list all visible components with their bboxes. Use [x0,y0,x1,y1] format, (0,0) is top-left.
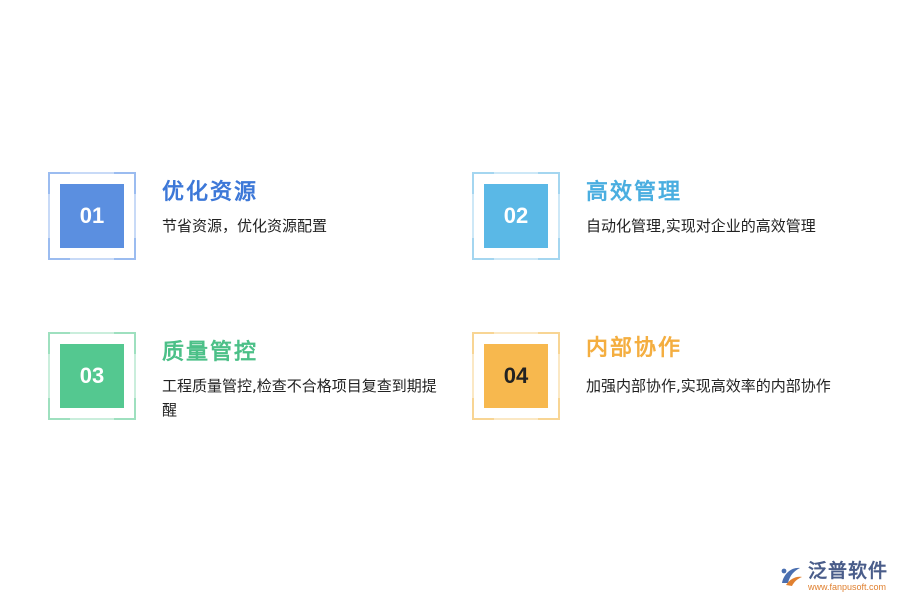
feature-description: 工程质量管控,检查不合格项目复查到期提醒 [162,377,437,419]
number-badge: 04 [484,344,548,408]
feature-card-01: 01 优化资源 节省资源，优化资源配置 [48,172,448,272]
number-frame: 01 [48,172,136,260]
number-badge: 02 [484,184,548,248]
logo-url: www.fanpusoft.com [807,582,887,592]
feature-card-03: 03 质量管控 工程质量管控,检查不合格项目复查到期提醒 [48,332,448,432]
feature-title: 内部协作 [586,336,683,361]
feature-card-04: 04 内部协作 加强内部协作,实现高效率的内部协作 [472,332,872,432]
number-frame: 02 [472,172,560,260]
feature-title: 优化资源 [162,180,259,205]
fanpu-logo-icon [781,567,802,586]
feature-title: 质量管控 [162,340,259,365]
feature-description: 节省资源，优化资源配置 [162,217,328,235]
feature-description: 自动化管理,实现对企业的高效管理 [586,217,816,235]
number-badge: 01 [60,184,124,248]
number-badge: 03 [60,344,124,408]
feature-title: 高效管理 [586,180,683,205]
feature-description: 加强内部协作,实现高效率的内部协作 [586,377,831,395]
brand-logo: 泛普软件 www.fanpusoft.com [778,560,888,592]
number-frame: 04 [472,332,560,420]
number-frame: 03 [48,332,136,420]
feature-card-02: 02 高效管理 自动化管理,实现对企业的高效管理 [472,172,872,272]
logo-name: 泛普软件 [807,560,888,582]
